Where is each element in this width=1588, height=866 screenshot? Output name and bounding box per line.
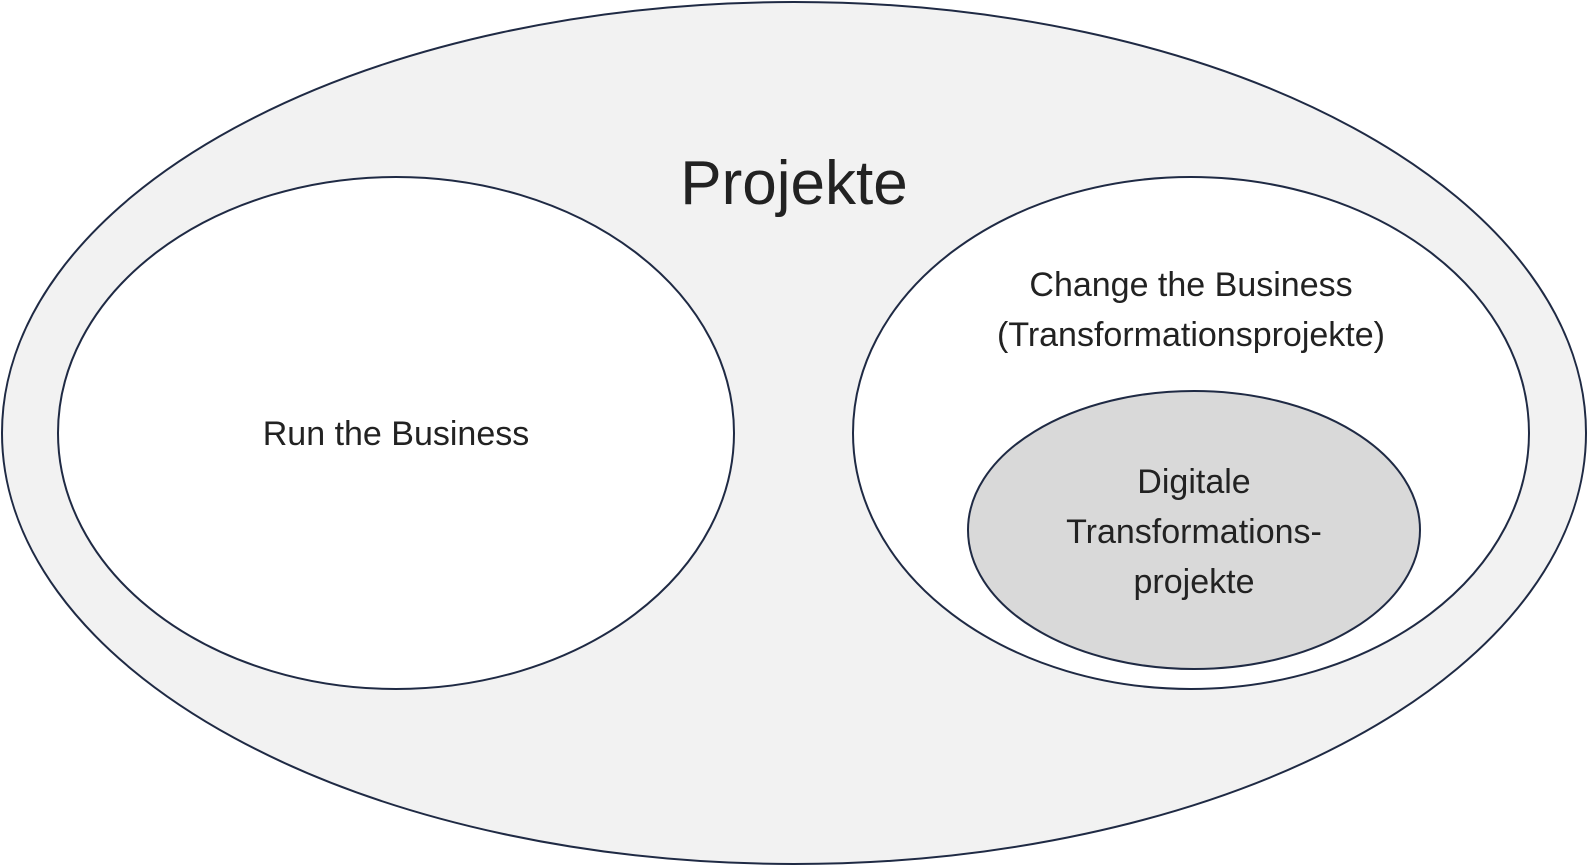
digital-transformation-label-line2: Transformations- <box>1066 513 1322 551</box>
change-the-business-label-line2: (Transformationsprojekte) <box>997 316 1385 354</box>
diagram-title: Projekte <box>680 149 907 218</box>
run-the-business-label: Run the Business <box>263 415 530 453</box>
digital-transformation-ellipse <box>967 390 1421 670</box>
digital-transformation-label-line3: projekte <box>1134 563 1255 601</box>
run-the-business-ellipse <box>57 176 735 690</box>
digital-transformation-label-line1: Digitale <box>1137 463 1250 501</box>
change-the-business-label-line1: Change the Business <box>1029 266 1352 304</box>
